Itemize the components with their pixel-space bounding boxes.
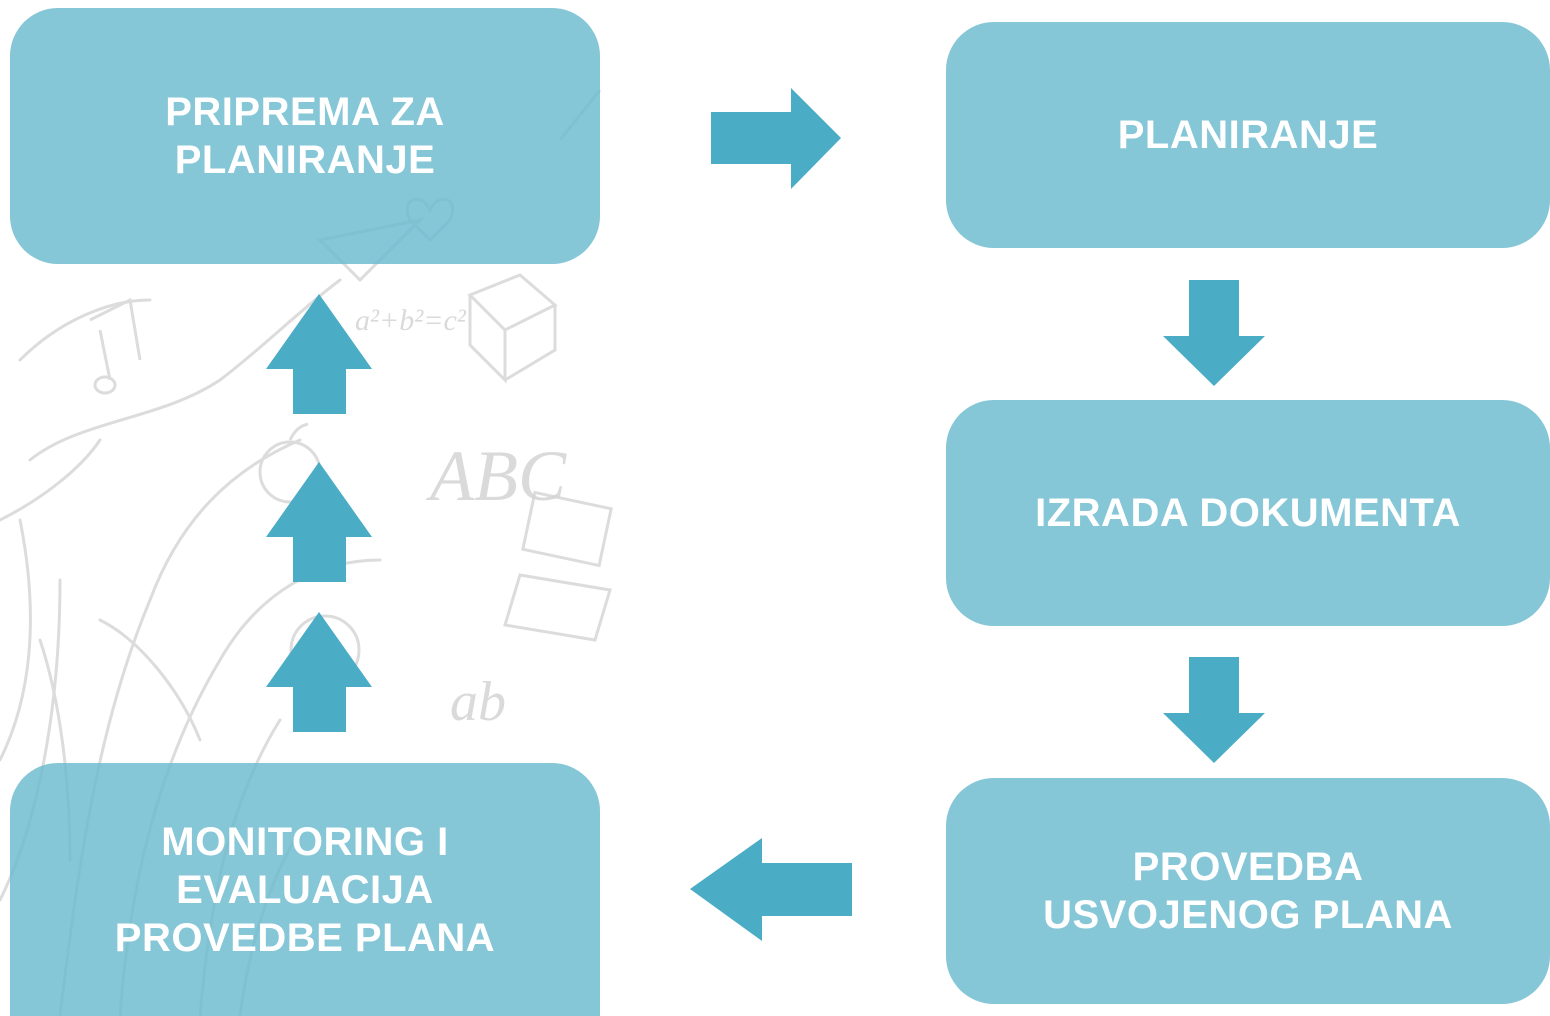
- step-label-line: PRIPREMA ZA: [165, 90, 445, 134]
- step-label-line: PLANIRANJE: [174, 138, 436, 182]
- cube-doodle: [467, 273, 558, 384]
- step-label-line: EVALUACIJA: [176, 867, 434, 912]
- step-box-document-drafting: IZRADA DOKUMENTA: [946, 400, 1550, 626]
- step-box-preparation: PRIPREMA ZA PLANIRANJE: [10, 8, 600, 264]
- arrow-up-icon: [266, 612, 372, 732]
- arrow-right-icon: [711, 88, 841, 189]
- equation-doodle-text: a²+b²=c²: [355, 304, 467, 337]
- arrow-left-icon: [690, 838, 852, 941]
- step-label-line: PROVEDBE PLANA: [114, 915, 496, 960]
- arrow-up-icon: [266, 462, 372, 582]
- step-label-line: MONITORING I: [161, 819, 449, 864]
- music-note-doodle: [89, 297, 142, 395]
- ab-doodle-text: ab: [450, 671, 506, 733]
- step-box-planning: PLANIRANJE: [946, 22, 1550, 248]
- step-box-monitoring-evaluation: MONITORING I EVALUACIJA PROVEDBE PLANA: [10, 763, 600, 1016]
- laptop-doodle: [521, 490, 613, 568]
- step-label-line: USVOJENOG PLANA: [1043, 893, 1453, 937]
- step-label-line: PLANIRANJE: [1117, 113, 1379, 157]
- arrow-down-icon: [1163, 657, 1265, 763]
- arrow-up-icon: [266, 294, 372, 414]
- step-label-line: PROVEDBA: [1132, 845, 1364, 889]
- step-box-implementation: PROVEDBA USVOJENOG PLANA: [946, 778, 1550, 1004]
- abc-doodle-text: ABC: [426, 436, 567, 516]
- step-label-line: IZRADA DOKUMENTA: [1035, 491, 1461, 535]
- arrow-down-icon: [1163, 280, 1265, 386]
